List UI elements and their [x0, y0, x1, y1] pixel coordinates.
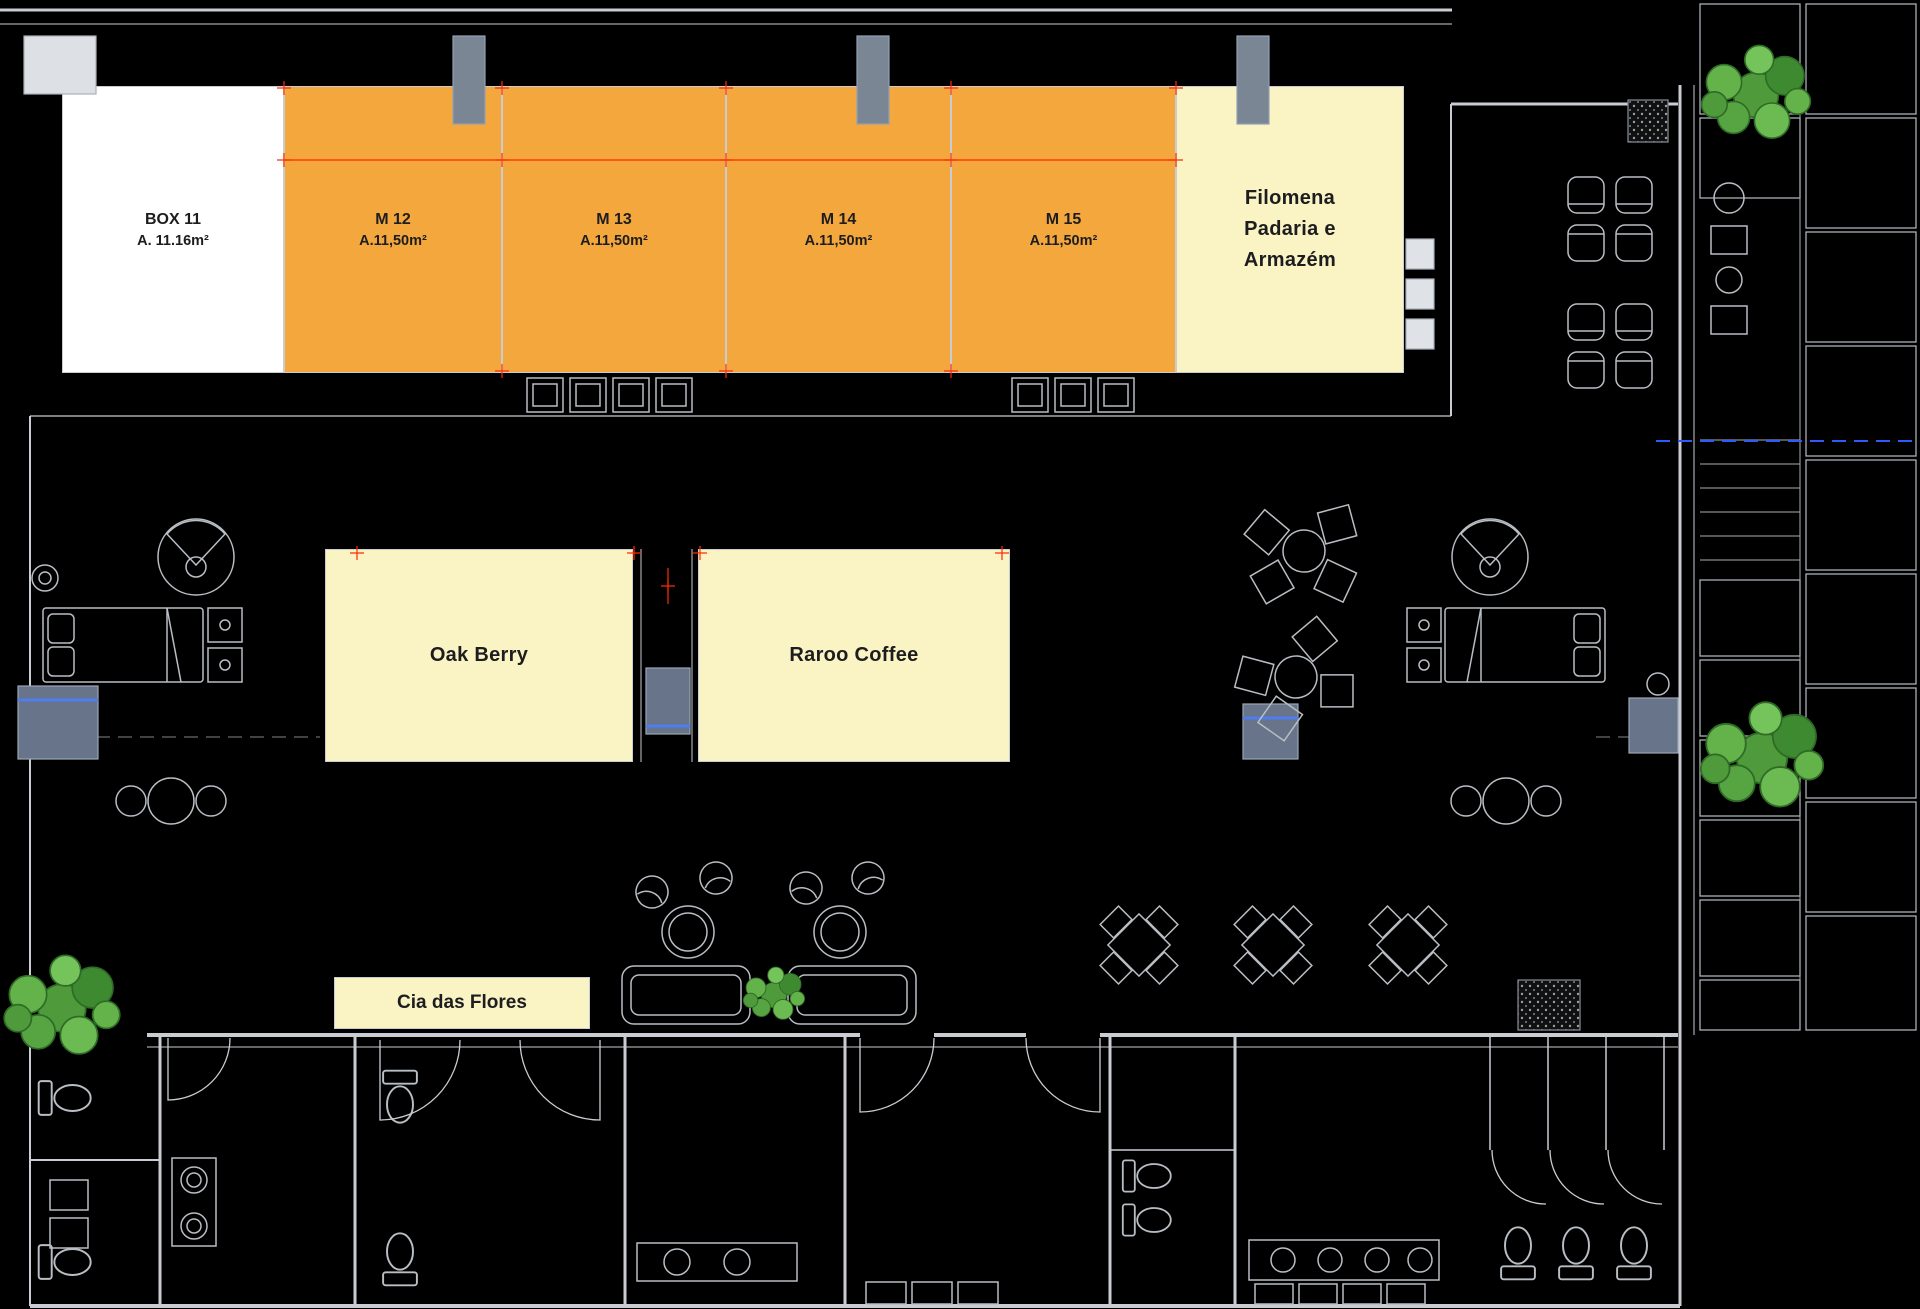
doors: [167, 1037, 1663, 1205]
unit-label: Raroo Coffee: [789, 644, 919, 666]
unit-raroo-coffee: Raroo Coffee: [698, 549, 1010, 762]
unit-label: M 12: [375, 210, 411, 228]
stall-door-icon: [1491, 1149, 1547, 1205]
toilet-icon: [37, 1244, 92, 1280]
unit-label: M 13: [596, 210, 632, 228]
unit-area: A.11,50m²: [359, 233, 427, 250]
unit-m-14: M 14 A.11,50m²: [726, 86, 951, 373]
unit-box-11: BOX 11 A. 11.16m²: [62, 86, 284, 373]
cafe-chairs: [1567, 176, 1653, 389]
door-icon: [859, 1037, 935, 1113]
unit-label: BOX 11: [144, 210, 202, 228]
plant-icon: [2, 954, 122, 1056]
unit-area: A.11,50m²: [1029, 233, 1098, 250]
door-icon: [1025, 1037, 1101, 1113]
sink-counter: [1248, 1239, 1440, 1281]
toilet-icon: [1121, 1203, 1172, 1237]
table-chairs-icon: [1450, 777, 1562, 825]
fan-chair-icon: [1451, 518, 1529, 596]
sink-counter: [636, 1242, 798, 1282]
dining-set-icon: [1347, 884, 1469, 1006]
table-chairs-icon: [115, 777, 227, 825]
dining-set-icon: [1212, 884, 1334, 1006]
door-icon: [379, 1039, 461, 1121]
sofa-group: [621, 857, 751, 1025]
plant-icon: [1699, 700, 1825, 808]
toilet-icon: [1121, 1159, 1172, 1193]
unit-label: Oak Berry: [429, 644, 529, 666]
toilet-icon: [1558, 1226, 1594, 1281]
dining-set-icon: [1078, 884, 1200, 1006]
hatch-block: [1627, 99, 1669, 143]
fan-chair-icon: [157, 518, 235, 596]
door-icon: [167, 1037, 231, 1101]
unit-m-13: M 13 A.11,50m²: [502, 86, 726, 373]
side-tables: [526, 377, 1135, 413]
bed-icon: [42, 607, 204, 683]
stall-door-icon: [1607, 1149, 1663, 1205]
unit-area: A.11,50m²: [804, 233, 873, 250]
unit-m-15: M 15 A.11,50m²: [951, 86, 1176, 373]
unit-filomena-padaria: Filomena Padaria e Armazém: [1176, 86, 1404, 373]
sink-icon: [171, 1157, 217, 1247]
unit-cia-das-flores: Cia das Flores: [334, 977, 590, 1029]
toilet-icon: [1616, 1226, 1652, 1281]
toilet-icon: [1500, 1226, 1536, 1281]
toilet-icon: [37, 1080, 92, 1116]
plant-icon: [742, 966, 806, 1020]
shelf-grid: [1699, 3, 1917, 1031]
door-icon: [519, 1039, 601, 1121]
stall-door-icon: [1549, 1149, 1605, 1205]
plant-icon: [1700, 44, 1812, 140]
unit-label: Filomena Padaria e Armazém: [1243, 187, 1337, 271]
unit-label: M 15: [1045, 210, 1082, 228]
unit-area: A.11,50m²: [580, 233, 648, 250]
lounge-cluster-icon: [1221, 610, 1366, 751]
hatch-block: [1517, 979, 1581, 1031]
unit-m-12: M 12 A.11,50m²: [284, 86, 502, 373]
bed-icon: [1444, 607, 1606, 683]
bathroom-fixtures: [37, 1069, 1652, 1305]
unit-label: M 14: [820, 210, 857, 228]
lounge-cluster-icon: [1232, 487, 1369, 620]
unit-oak-berry: Oak Berry: [325, 549, 633, 762]
corridor-stools: [1710, 182, 1748, 335]
sofa-group: [785, 856, 917, 1025]
toilet-icon: [382, 1069, 418, 1124]
unit-area: A. 11.16m²: [137, 233, 209, 250]
toilet-icon: [382, 1232, 418, 1287]
unit-label: Cia das Flores: [397, 992, 527, 1013]
